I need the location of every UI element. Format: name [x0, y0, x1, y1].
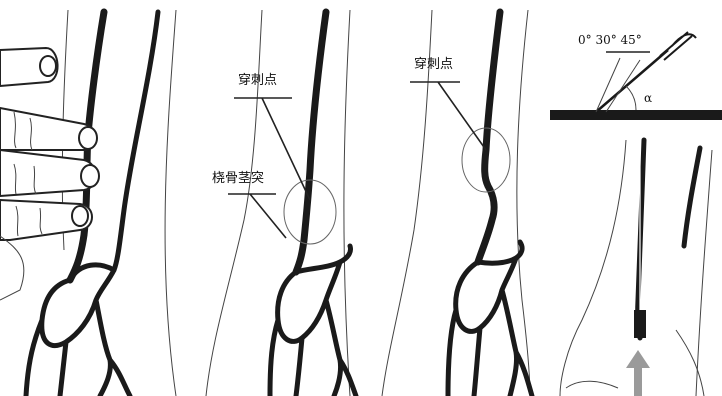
arm-outline-right [344, 10, 350, 396]
syringe-body [660, 32, 696, 60]
arm-outline-left [560, 140, 626, 396]
vein-network [26, 265, 130, 396]
arm-outline-left [206, 10, 262, 396]
vein-network [270, 246, 356, 396]
arm-outline-right [165, 10, 176, 396]
vein-with-needle [638, 140, 644, 338]
needle-angled [596, 50, 668, 112]
label-alpha: α [644, 91, 652, 105]
label-angles: 0° 30° 45° [578, 33, 642, 47]
panel-3: 穿刺点 [382, 10, 532, 396]
vein-main [296, 12, 326, 272]
arm-outline-right [696, 150, 712, 396]
skin-surface-bar [550, 110, 722, 120]
needle-hub [634, 310, 646, 338]
panel-4: 0° 30° 45° α [550, 32, 722, 396]
vein-secondary [114, 12, 158, 270]
arm-outline-right [517, 10, 530, 396]
pressing-hand [0, 48, 99, 300]
panel-1 [0, 10, 176, 396]
leader-styloid-process [228, 194, 286, 238]
vein-main [478, 12, 500, 262]
vein-secondary [684, 148, 700, 246]
leader-puncture-point [410, 82, 486, 150]
angle-arc [626, 86, 636, 110]
angle-guide-lines [596, 58, 640, 112]
direction-arrow [626, 350, 650, 396]
label-puncture-point: 穿刺点 [238, 72, 277, 88]
label-styloid-process: 桡骨茎突 [212, 170, 264, 186]
label-puncture-point: 穿刺点 [414, 56, 453, 72]
panel-2: 穿刺点 桡骨茎突 [206, 10, 356, 396]
